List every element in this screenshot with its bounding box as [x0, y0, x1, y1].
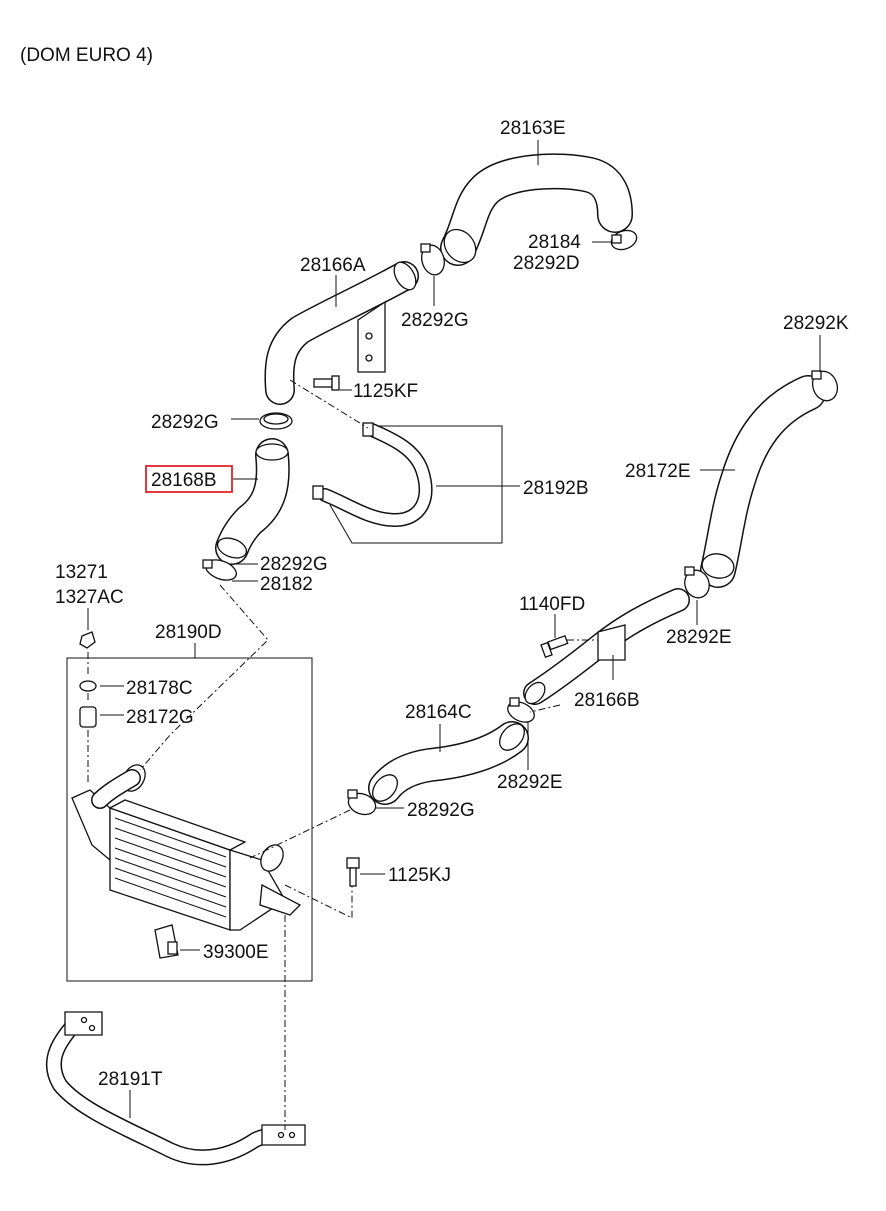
clamp-28292G-left: [259, 412, 293, 430]
bolt-1125KF: [313, 375, 340, 391]
bracket-28191T: [45, 1011, 306, 1166]
washer-28178C: [79, 680, 97, 692]
assembly-lines: [87, 379, 598, 1130]
clamp-28182: [202, 559, 237, 581]
label-28292E-mid[interactable]: 28292E: [497, 772, 563, 793]
label-28166A[interactable]: 28166A: [300, 255, 366, 276]
label-28292K[interactable]: 28292K: [783, 313, 849, 334]
bolt-1140FD: [540, 635, 569, 659]
intercooler-28190D: [71, 764, 302, 931]
clamp-28292E-right: [684, 566, 710, 599]
bracket-39300E: [154, 924, 179, 959]
label-28191T[interactable]: 28191T: [98, 1069, 163, 1090]
pipe-28166B: [523, 588, 690, 705]
label-28172G[interactable]: 28172G: [126, 707, 194, 728]
label-28163E[interactable]: 28163E: [500, 118, 566, 139]
label-13271[interactable]: 13271: [55, 562, 108, 583]
label-28190D[interactable]: 28190D: [155, 622, 222, 643]
label-1327AC[interactable]: 1327AC: [55, 587, 124, 608]
label-28166B[interactable]: 28166B: [574, 690, 640, 711]
label-1140FD[interactable]: 1140FD: [519, 594, 585, 615]
hose-28163E: [440, 153, 633, 266]
label-28292G-mid[interactable]: 28292G: [260, 554, 328, 575]
label-28182[interactable]: 28182: [260, 574, 313, 595]
hose-28164C: [368, 721, 529, 805]
label-1125KJ[interactable]: 1125KJ: [388, 865, 451, 886]
clamp-28292E-mid: [507, 697, 535, 723]
hose-28172E: [700, 375, 826, 588]
label-28292D[interactable]: 28292D: [513, 253, 580, 274]
label-28164C[interactable]: 28164C: [405, 702, 472, 723]
label-28184[interactable]: 28184: [528, 232, 581, 253]
highlight-box-28168B: [145, 465, 233, 493]
intercooler-frame: [66, 657, 313, 982]
label-28292E-right[interactable]: 28292E: [666, 627, 732, 648]
label-28178C[interactable]: 28178C: [126, 678, 193, 699]
diagram-title: (DOM EURO 4): [20, 45, 153, 66]
pipe-28166A: [264, 261, 419, 405]
nut-13271: [79, 631, 96, 649]
clamp-28292K: [811, 370, 839, 402]
grommet-28172G: [79, 706, 97, 728]
label-28172E[interactable]: 28172E: [625, 461, 691, 482]
label-28168B[interactable]: 28168B: [151, 470, 217, 491]
part-labels: 28163E 28184 28292D 28166A 28292G 28292K…: [55, 118, 849, 1090]
hose-28192B: [312, 422, 433, 527]
label-28292G-left[interactable]: 28292G: [151, 412, 219, 433]
clamp-28292G-top: [420, 243, 445, 276]
label-39300E[interactable]: 39300E: [203, 942, 269, 963]
clamp-28292D: [610, 229, 638, 251]
label-28292G-top[interactable]: 28292G: [401, 310, 469, 331]
label-28192B[interactable]: 28192B: [523, 478, 589, 499]
hose-28168B: [215, 438, 290, 565]
clamp-28292G-low: [347, 789, 377, 816]
bolt-1125KJ: [346, 857, 360, 887]
label-28292G-low[interactable]: 28292G: [407, 800, 475, 821]
leader-lines: [87, 140, 821, 1118]
label-1125KF[interactable]: 1125KF: [353, 381, 418, 402]
